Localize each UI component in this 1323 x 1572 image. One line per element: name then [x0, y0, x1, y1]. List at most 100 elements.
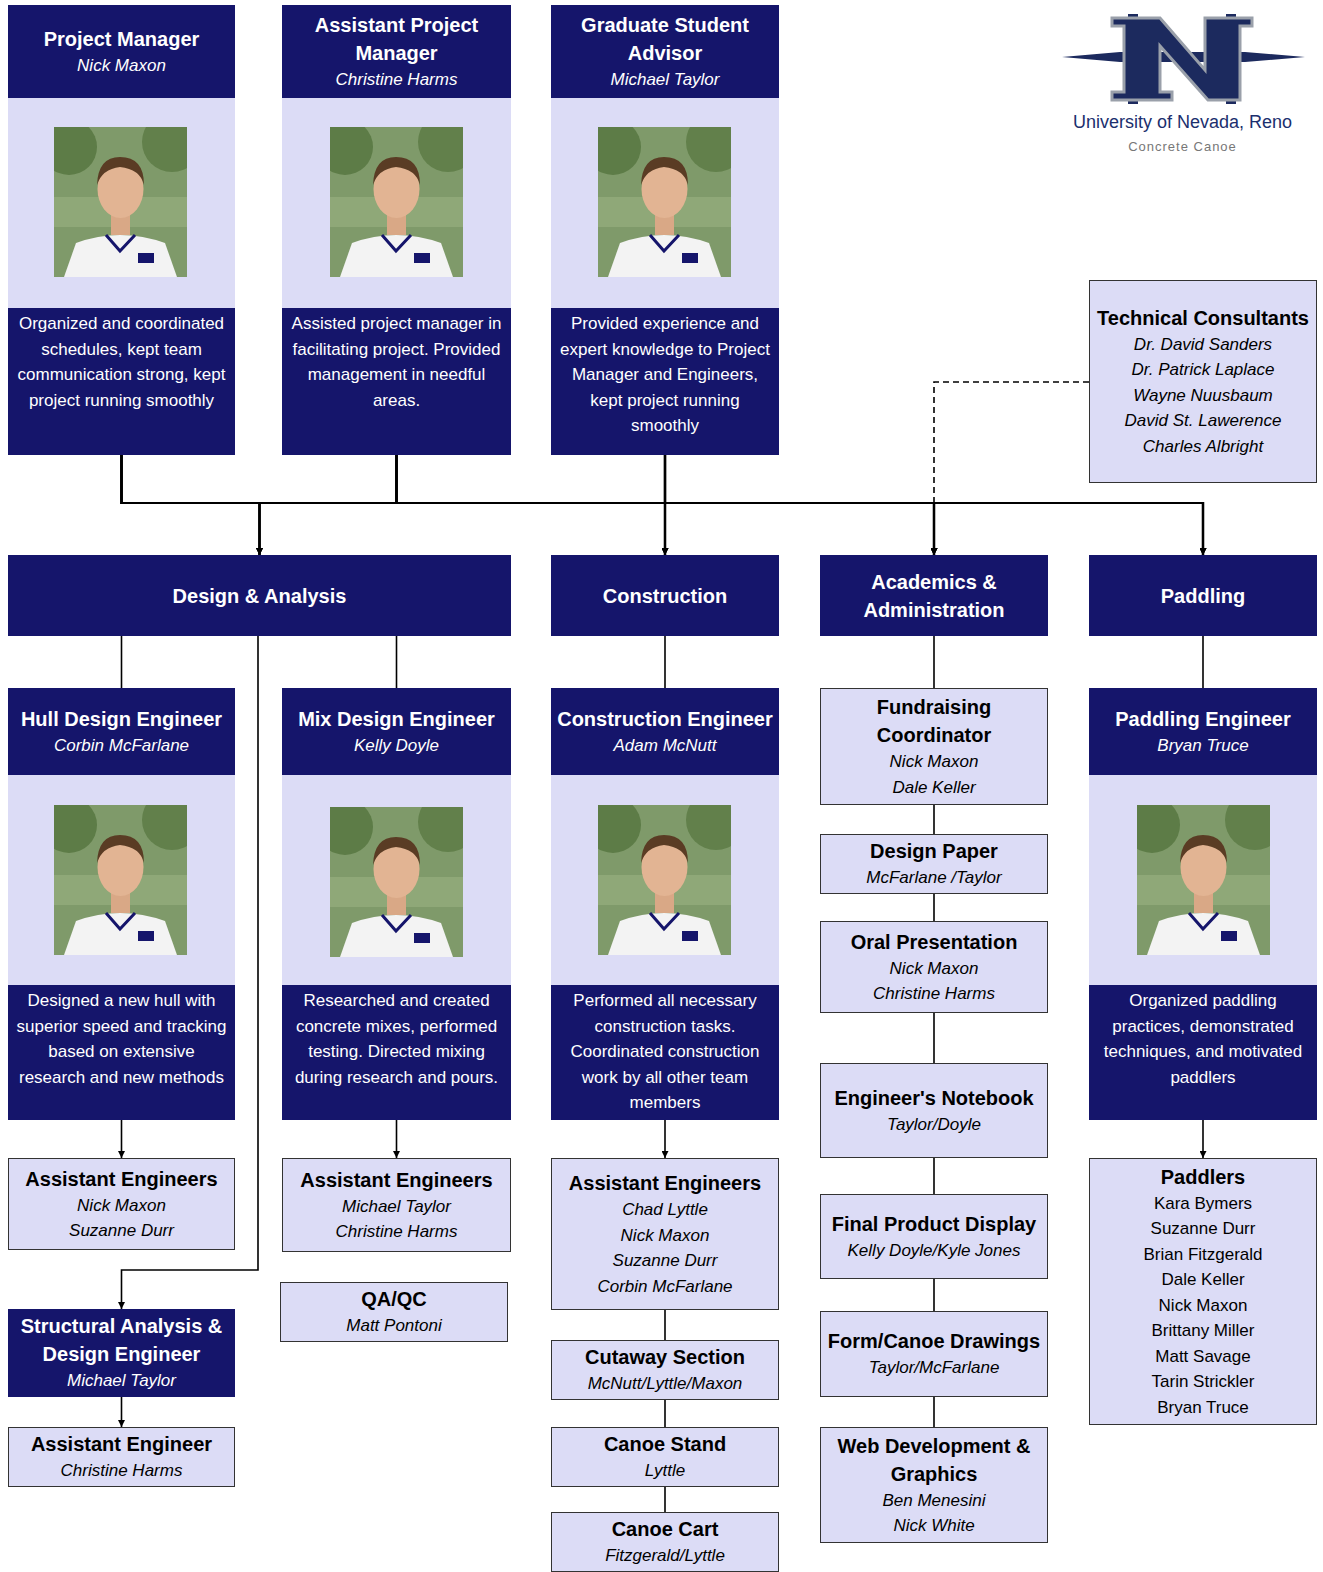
role-title: Assistant Engineers [300, 1166, 492, 1194]
role-box: Canoe StandLyttle [551, 1427, 779, 1487]
connector [396, 1120, 398, 1158]
university-logo [1062, 14, 1305, 104]
person-name: Tarin Strickler [1152, 1369, 1255, 1395]
card-description: Provided experience and expert knowledge… [551, 308, 779, 455]
role-title: Canoe Cart [612, 1515, 719, 1543]
role-box: QA/QCMatt Pontoni [280, 1282, 508, 1342]
person-name: Matt Pontoni [346, 1313, 441, 1339]
connector [665, 455, 934, 555]
role-box: Web Development & GraphicsBen MenesiniNi… [820, 1427, 1048, 1543]
connector [933, 1279, 935, 1311]
role-title: Paddlers [1161, 1163, 1245, 1191]
card-header: Assistant Project ManagerChristine Harms [282, 5, 511, 98]
role-box: Engineer's NotebookTaylor/Doyle [820, 1063, 1048, 1158]
person-name: Michael Taylor [611, 67, 720, 93]
role-title: Canoe Stand [604, 1430, 726, 1458]
connector [121, 1397, 123, 1427]
photo-area [8, 98, 235, 308]
photo-area [551, 98, 779, 308]
person-name: Taylor/McFarlane [869, 1355, 1000, 1381]
connector [397, 455, 666, 555]
card-header: Project ManagerNick Maxon [8, 5, 235, 98]
group-title: Academics & Administration [826, 568, 1042, 624]
connector [934, 382, 1089, 555]
role-title: Assistant Engineers [25, 1165, 217, 1193]
person-card: Mix Design EngineerKelly DoyleResearched… [282, 688, 511, 1120]
role-title: Construction Engineer [557, 705, 773, 733]
role-box: Oral PresentationNick MaxonChristine Har… [820, 921, 1048, 1013]
card-description: Assisted project manager in facilitating… [282, 308, 511, 455]
role-title: Hull Design Engineer [21, 705, 222, 733]
role-description: Provided experience and expert knowledge… [557, 311, 773, 439]
role-title: Assistant Engineer [31, 1430, 212, 1458]
role-box: Cutaway SectionMcNutt/Lyttle/Maxon [551, 1340, 779, 1400]
person-name: Nick Maxon [77, 53, 166, 79]
role-box: Canoe CartFitzgerald/Lyttle [551, 1512, 779, 1572]
role-box: Technical ConsultantsDr. David SandersDr… [1089, 280, 1317, 483]
person-name: Taylor/Doyle [887, 1112, 981, 1138]
person-name: Nick Maxon [890, 749, 979, 775]
person-name: Matt Savage [1155, 1344, 1250, 1370]
card-header: Paddling EngineerBryan Truce [1089, 688, 1317, 775]
connector [396, 636, 398, 688]
role-box: Assistant EngineersMichael TaylorChristi… [282, 1158, 511, 1252]
card-panel [8, 98, 1317, 985]
connector [397, 455, 1204, 555]
group-title: Design & Analysis [173, 582, 347, 610]
connector [664, 1487, 666, 1513]
person-name: Suzanne Durr [69, 1218, 174, 1244]
group-band: Paddling [1089, 555, 1317, 636]
group-title: Paddling [1161, 582, 1245, 610]
connector [260, 455, 397, 555]
person-name: Chad Lyttle [622, 1197, 708, 1223]
card-header: Construction EngineerAdam McNutt [551, 688, 779, 775]
person-name: Corbin McFarlane [597, 1274, 732, 1300]
connector [122, 455, 666, 555]
role-title: Structural Analysis & Design Engineer [14, 1312, 229, 1368]
role-description: Researched and created concrete mixes, p… [288, 988, 505, 1090]
person-name: Nick White [893, 1513, 974, 1539]
role-box: Assistant EngineerChristine Harms [8, 1427, 235, 1487]
person-name: Fitzgerald/Lyttle [605, 1543, 725, 1569]
role-title: Engineer's Notebook [834, 1084, 1033, 1112]
person-name: Wayne Nuusbaum [1133, 383, 1273, 409]
group-band: Design & Analysis [8, 555, 511, 636]
role-description: Designed a new hull with superior speed … [14, 988, 229, 1090]
person-name: Lyttle [645, 1458, 685, 1484]
person-name: Nick Maxon [77, 1193, 166, 1219]
logo-text: University of Nevada, Reno [1040, 112, 1323, 133]
role-title: Graduate Student Advisor [557, 11, 773, 67]
person-name: Michael Taylor [342, 1194, 451, 1220]
photo-area [282, 775, 511, 985]
person-name: Dale Keller [1161, 1267, 1244, 1293]
person-name: Bryan Truce [1157, 733, 1248, 759]
person-name: Ben Menesini [882, 1488, 985, 1514]
person-name: Christine Harms [873, 981, 995, 1007]
person-name: Brittany Miller [1152, 1318, 1255, 1344]
group-title: Construction [603, 582, 727, 610]
role-box: Fundraising CoordinatorNick MaxonDale Ke… [820, 688, 1048, 805]
role-description: Organized and coordinated schedules, kep… [14, 311, 229, 413]
connector [664, 636, 666, 688]
person-name: Christine Harms [336, 1219, 458, 1245]
role-title: Design Paper [870, 837, 998, 865]
role-box: Final Product DisplayKelly Doyle/Kyle Jo… [820, 1194, 1048, 1279]
role-title: Mix Design Engineer [298, 705, 495, 733]
role-title: Technical Consultants [1097, 304, 1309, 332]
role-title: Cutaway Section [585, 1343, 745, 1371]
person-name: Christine Harms [61, 1458, 183, 1484]
role-title: Paddling Engineer [1115, 705, 1291, 733]
photo-area [8, 775, 235, 985]
card-description: Performed all necessary construction tas… [551, 985, 779, 1120]
group-band: Academics & Administration [820, 555, 1048, 636]
person-name: Charles Albright [1143, 434, 1263, 460]
role-box: Structural Analysis & Design EngineerMic… [8, 1309, 235, 1397]
person-card: Paddling EngineerBryan TruceOrganized pa… [1089, 688, 1317, 1120]
connector [1202, 1120, 1204, 1158]
role-title: QA/QC [361, 1285, 427, 1313]
connector [664, 1400, 666, 1428]
connector [122, 455, 935, 555]
role-description: Performed all necessary construction tas… [557, 988, 773, 1116]
person-name: Adam McNutt [614, 733, 717, 759]
portrait-photo [41, 112, 1285, 957]
